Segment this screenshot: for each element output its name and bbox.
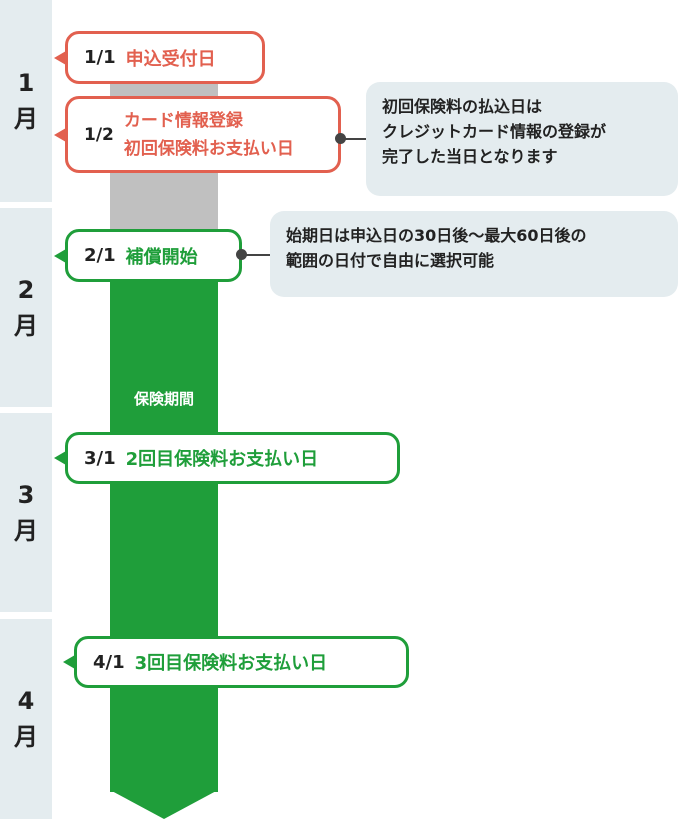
note-line: クレジットカード情報の登録が xyxy=(382,122,607,141)
connector-dot xyxy=(335,133,346,144)
event-application: 1/1 申込受付日 xyxy=(54,31,265,84)
pointer-icon xyxy=(54,127,66,142)
month-march: 3 月 xyxy=(0,413,52,612)
event-date: 1/2 xyxy=(84,124,114,145)
event-label: 初回保険料お支払い日 xyxy=(123,138,294,159)
event-label: カード情報登録 xyxy=(123,110,243,131)
pointer-icon xyxy=(54,248,66,263)
month-label: 2 月 xyxy=(14,275,38,340)
pointer-icon xyxy=(54,50,66,65)
event-date: 2/1 xyxy=(84,245,116,266)
pointer-icon xyxy=(63,655,75,669)
month-label: 3 月 xyxy=(14,480,38,545)
connector-line xyxy=(242,254,271,256)
timeline-arrow-head xyxy=(110,790,218,819)
event-date: 1/1 xyxy=(84,47,116,68)
note-line: 範囲の日付で自由に選択可能 xyxy=(286,251,495,270)
event-second-payment: 3/1 2回目保険料お支払い日 xyxy=(54,432,400,484)
event-label: 2回目保険料お支払い日 xyxy=(125,449,319,470)
note-line: 完了した当日となります xyxy=(382,147,558,166)
period-label: 保険期間 xyxy=(133,390,194,408)
note-first-payment: 初回保険料の払込日はクレジットカード情報の登録が完了した当日となります xyxy=(366,82,678,196)
connector-dot xyxy=(236,249,247,260)
event-coverage-start: 2/1 補償開始 xyxy=(54,229,242,282)
note-start-date: 始期日は申込日の30日後～最大60日後の範囲の日付で自由に選択可能 xyxy=(270,211,678,297)
event-date: 3/1 xyxy=(84,447,116,469)
pointer-icon xyxy=(54,451,66,465)
connector-line xyxy=(341,138,367,140)
event-third-payment: 4/1 3回目保険料お支払い日 xyxy=(63,636,409,688)
note-line: 始期日は申込日の30日後～最大60日後の xyxy=(286,226,587,245)
month-february: 2 月 xyxy=(0,208,52,407)
event-label: 補償開始 xyxy=(125,246,198,268)
month-label: 1 月 xyxy=(14,69,38,133)
event-label: 3回目保険料お支払い日 xyxy=(134,653,328,674)
event-card-registration: 1/2 カード情報登録初回保険料お支払い日 xyxy=(54,96,341,173)
month-label: 4 月 xyxy=(14,687,38,751)
month-january: 1 月 xyxy=(0,0,52,202)
event-label: 申込受付日 xyxy=(125,48,216,70)
month-april: 4 月 xyxy=(0,619,52,819)
event-date: 4/1 xyxy=(93,651,125,673)
insurance-period-bar xyxy=(110,282,218,792)
note-line: 初回保険料の払込日は xyxy=(382,97,543,116)
